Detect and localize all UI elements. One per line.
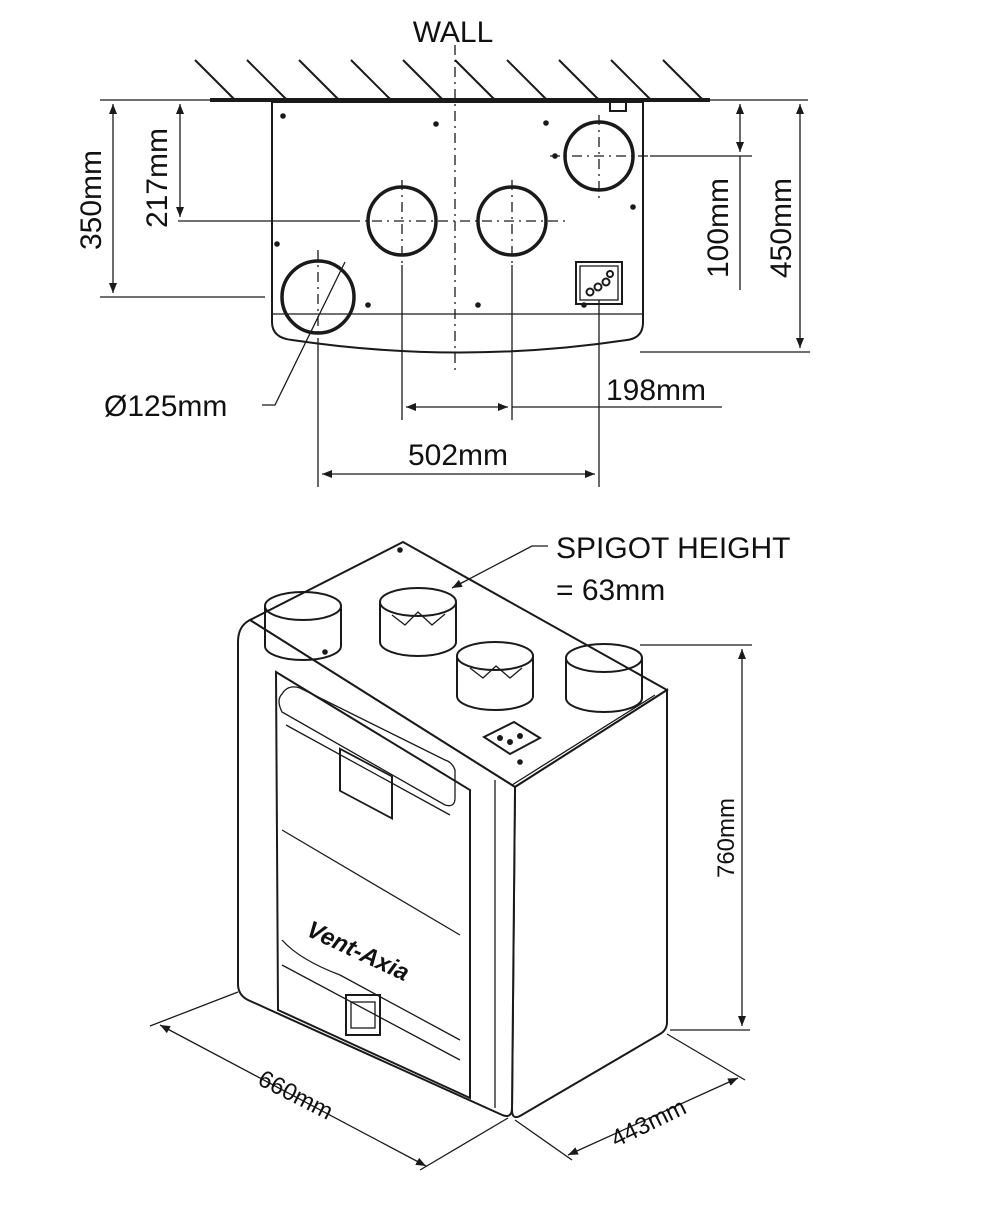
dim-760: 760mm (713, 798, 740, 878)
dim-diameter-125: Ø125mm (104, 390, 227, 423)
unit-right-face (510, 688, 668, 1119)
corner-tab (609, 98, 627, 112)
spigot-height-label: SPIGOT HEIGHT (556, 532, 790, 565)
spigot-iso-3 (456, 641, 534, 711)
centre-lines (317, 45, 650, 372)
wall-hatching (194, 59, 704, 101)
top-view: WALL (75, 16, 810, 487)
spigot-height-value: = 63mm (556, 574, 665, 607)
dim-443: 443mm (607, 1094, 691, 1153)
spigot-iso-2 (379, 587, 457, 657)
terminal-box-iso (481, 720, 543, 756)
dim-217: 217mm (141, 128, 174, 228)
dim-450: 450mm (765, 178, 798, 278)
spigot-iso-1 (264, 591, 342, 661)
spigot-iso-4 (565, 643, 643, 713)
dim-198: 198mm (606, 374, 706, 407)
dim-100: 100mm (702, 178, 735, 278)
iso-view: Vent-Axia (149, 532, 790, 1171)
dim-660: 660mm (254, 1065, 338, 1125)
unit-front-face (237, 618, 517, 1117)
dim-350: 350mm (75, 150, 108, 250)
unit-top-outline (271, 101, 644, 354)
wall-label: WALL (413, 16, 494, 49)
dim-502: 502mm (408, 439, 508, 472)
spigots-iso (264, 587, 643, 713)
